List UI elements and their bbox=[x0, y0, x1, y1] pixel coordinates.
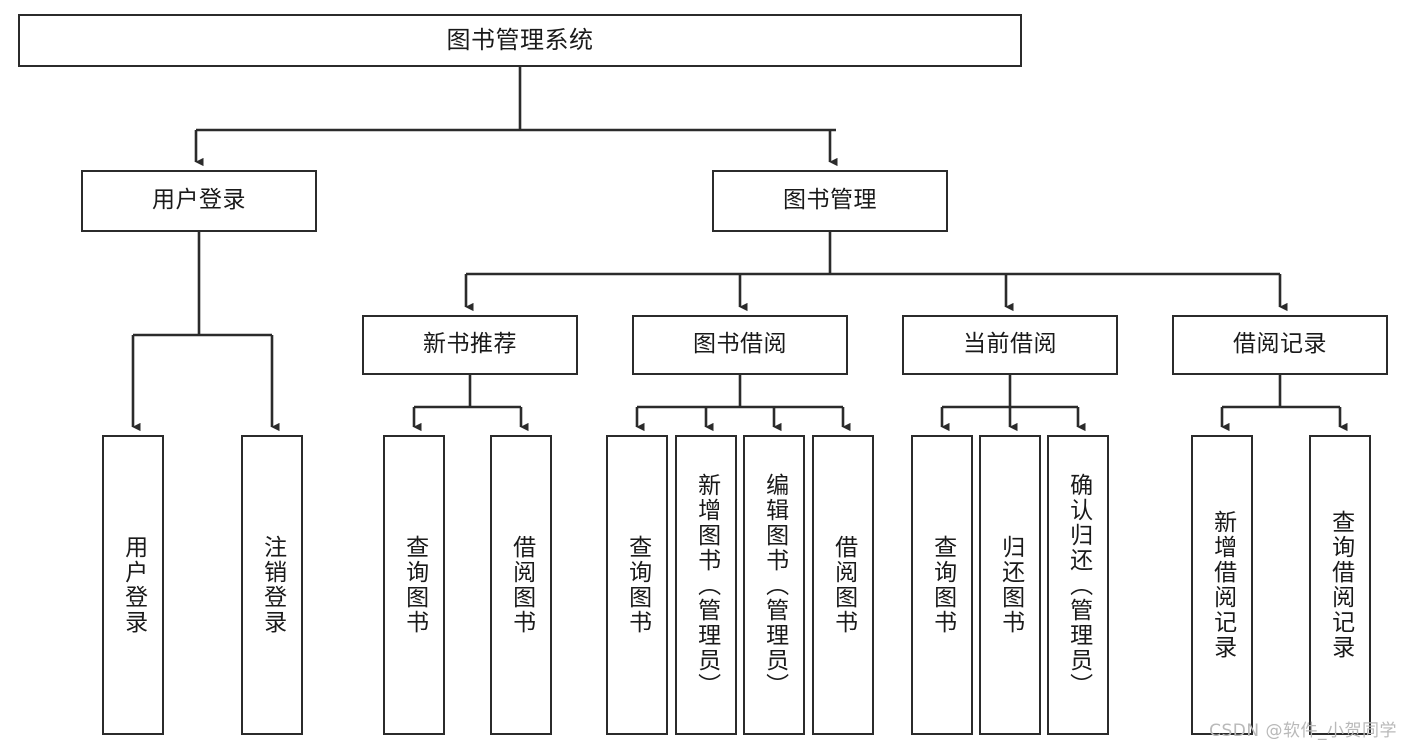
leaf-user-login[interactable]: 用户登录 bbox=[102, 435, 164, 735]
leaf-borrow-book[interactable]: 借阅图书 bbox=[812, 435, 874, 735]
leaf-add-borrow-record[interactable]: 新增借阅记录 bbox=[1191, 435, 1253, 735]
node-book-borrow[interactable]: 图书借阅 bbox=[632, 315, 848, 375]
leaf-query-borrow-record[interactable]: 查询借阅记录 bbox=[1309, 435, 1371, 735]
leaf-add-book-admin[interactable]: 新增图书（管理员） bbox=[675, 435, 737, 735]
node-label: 借阅图书 bbox=[830, 535, 857, 635]
node-label: 图书管理 bbox=[783, 187, 877, 214]
leaf-user-logout[interactable]: 注销登录 bbox=[241, 435, 303, 735]
node-borrow-record[interactable]: 借阅记录 bbox=[1172, 315, 1388, 375]
node-label: 查询图书 bbox=[929, 535, 956, 635]
node-new-book-recommend[interactable]: 新书推荐 bbox=[362, 315, 578, 375]
node-label: 归还图书 bbox=[997, 535, 1024, 635]
node-label: 查询图书 bbox=[401, 535, 428, 635]
node-label: 用户登录 bbox=[120, 535, 147, 635]
leaf-query-book-current[interactable]: 查询图书 bbox=[911, 435, 973, 735]
node-label: 图书借阅 bbox=[693, 331, 787, 358]
node-label: 新增图书（管理员） bbox=[693, 472, 720, 698]
node-label: 编辑图书（管理员） bbox=[761, 472, 788, 698]
node-label: 用户登录 bbox=[152, 187, 246, 214]
leaf-return-book[interactable]: 归还图书 bbox=[979, 435, 1041, 735]
node-book-management[interactable]: 图书管理 bbox=[712, 170, 948, 232]
leaf-confirm-return-admin[interactable]: 确认归还（管理员） bbox=[1047, 435, 1109, 735]
leaf-edit-book-admin[interactable]: 编辑图书（管理员） bbox=[743, 435, 805, 735]
node-label: 查询图书 bbox=[624, 535, 651, 635]
node-root-library-management-system[interactable]: 图书管理系统 bbox=[18, 14, 1022, 67]
node-label: 查询借阅记录 bbox=[1327, 510, 1354, 660]
node-label: 确认归还（管理员） bbox=[1065, 472, 1092, 698]
node-label: 借阅记录 bbox=[1233, 331, 1327, 358]
leaf-query-book-recommend[interactable]: 查询图书 bbox=[383, 435, 445, 735]
node-user-login[interactable]: 用户登录 bbox=[81, 170, 317, 232]
node-current-borrow[interactable]: 当前借阅 bbox=[902, 315, 1118, 375]
node-label: 借阅图书 bbox=[508, 535, 535, 635]
leaf-query-book-borrow[interactable]: 查询图书 bbox=[606, 435, 668, 735]
node-label: 当前借阅 bbox=[963, 331, 1057, 358]
watermark: CSDN @软件_小贺同学 bbox=[1209, 721, 1397, 741]
node-label: 图书管理系统 bbox=[446, 26, 594, 55]
node-label: 注销登录 bbox=[259, 535, 286, 635]
node-label: 新增借阅记录 bbox=[1209, 510, 1236, 660]
leaf-borrow-book-recommend[interactable]: 借阅图书 bbox=[490, 435, 552, 735]
node-label: 新书推荐 bbox=[423, 331, 517, 358]
